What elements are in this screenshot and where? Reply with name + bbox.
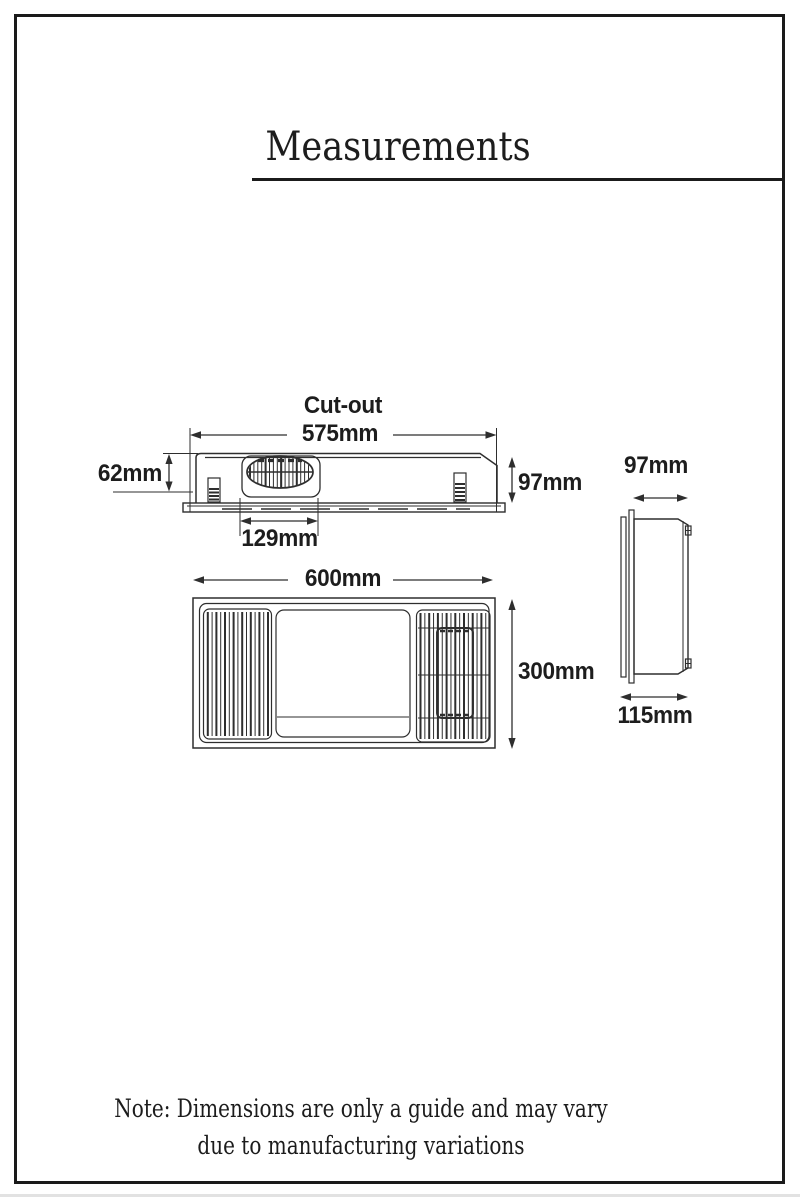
note-line-1: Note: Dimensions are only a guide and ma…: [114, 1094, 608, 1123]
cutout-label: Cut-out: [303, 392, 383, 419]
body-height-label: 97mm: [518, 469, 583, 496]
bottom-divider-line: [0, 1194, 800, 1197]
dim-flange-depth-115: [620, 693, 688, 701]
front-height-label: 300mm: [518, 658, 595, 685]
exhaust-louvres: [206, 612, 269, 736]
page-border-frame: [14, 14, 785, 1184]
dim-fan-129: [239, 498, 319, 536]
dim-depth-97: [633, 494, 688, 502]
side-flange-depth-label: 115mm: [617, 702, 693, 729]
top-view-drawing: [113, 428, 516, 536]
title-underline: [252, 178, 784, 181]
front-view-drawing: [192, 576, 516, 749]
side-depth-label: 97mm: [623, 452, 689, 479]
dim-cutout-575: [189, 428, 497, 512]
fan-grille: [241, 455, 321, 498]
cutout-width-label: 575mm: [301, 420, 379, 447]
note-line-2: due to manufacturing variations: [197, 1131, 525, 1160]
side-view-drawing: [620, 494, 692, 701]
dim-height-300: [508, 599, 516, 749]
flange-height-label: 62mm: [97, 460, 162, 487]
dim-height-97: [508, 457, 516, 503]
dim-flange-62: [113, 453, 198, 493]
front-width-label: 600mm: [304, 565, 382, 592]
dim-width-600: [193, 576, 493, 584]
fan-width-label: 129mm: [241, 525, 318, 552]
heater-louvres: [419, 613, 487, 739]
page-title: Measurements: [265, 124, 531, 170]
